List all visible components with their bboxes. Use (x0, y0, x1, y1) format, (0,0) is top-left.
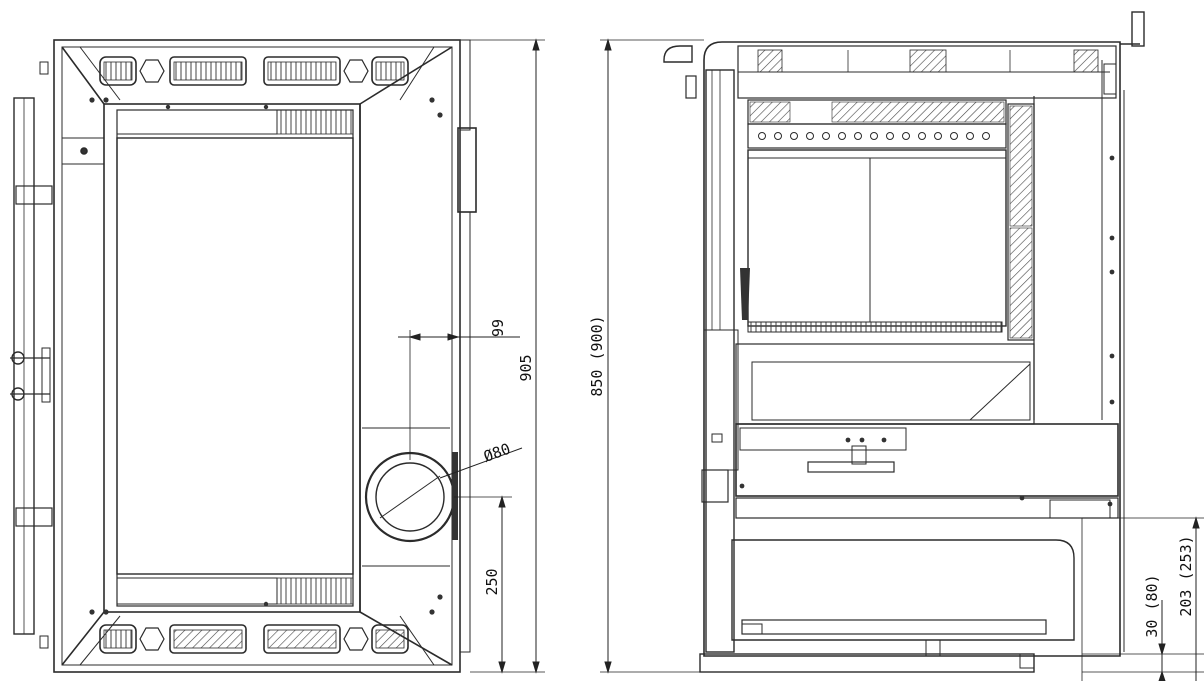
side-outer-body (703, 41, 1121, 657)
top-knob (663, 45, 693, 63)
top-vent-center-left (169, 56, 247, 86)
firebox (747, 149, 1007, 327)
dim-side-height: 850 (900) (588, 315, 606, 396)
top-flue-tab (1131, 11, 1145, 47)
grate (747, 321, 1003, 333)
top-vent-center-right (263, 56, 341, 86)
dim-lower-offset: 203 (253) (1177, 535, 1195, 616)
front-view (10, 39, 477, 673)
dim-flue-diameter: Ø80 (481, 440, 513, 466)
door-latch (10, 347, 51, 403)
top-vent-left (99, 56, 137, 86)
top-vent-right (371, 56, 409, 86)
side-dimensions (600, 38, 1204, 681)
dim-total-height: 905 (517, 354, 535, 381)
air-holes (758, 132, 990, 140)
front-outer-frame (53, 39, 461, 673)
door-glass (116, 137, 354, 575)
dim-flue-offset: 99 (489, 319, 507, 337)
front-dimensions (398, 38, 545, 674)
front-inner-frame (103, 103, 361, 613)
storage-compartment (731, 539, 1075, 641)
dim-flue-height: 250 (483, 568, 501, 595)
bottom-vent-right (371, 624, 409, 654)
ash-drawer (735, 423, 1119, 497)
bottom-vent-center-left (169, 624, 247, 654)
bottom-vent-left (99, 624, 137, 654)
flue-outlet (375, 462, 445, 532)
side-view (663, 11, 1145, 673)
dim-small-offset: 30 (80) (1143, 574, 1161, 637)
bottom-vent-center-right (263, 624, 341, 654)
